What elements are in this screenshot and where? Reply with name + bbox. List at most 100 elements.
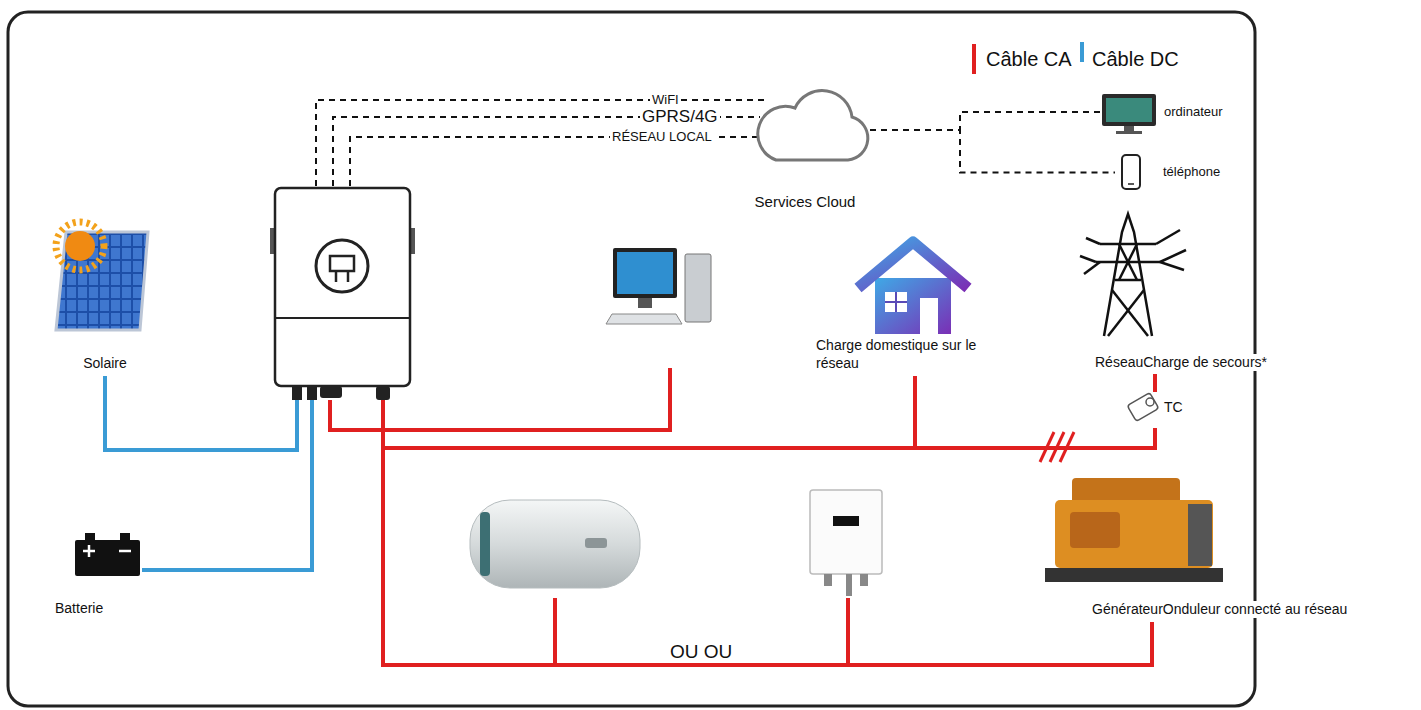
grid-pylon [1084, 262, 1100, 274]
ct-clamp [1127, 393, 1159, 422]
solar-panel [56, 222, 104, 270]
hybrid-inverter [347, 271, 350, 282]
battery-icon [119, 550, 131, 553]
node-label: Solaire [81, 355, 129, 373]
house-icon [858, 242, 968, 288]
comm-link [870, 112, 1100, 130]
or-label: OU OU [668, 642, 734, 662]
phone-icon [1122, 155, 1140, 189]
node-label: GénérateurOnduleur connecté au réseau [1090, 601, 1349, 619]
comm-label: RÉSEAU LOCAL [610, 130, 714, 144]
generator-icon [1055, 500, 1213, 568]
backup-load-pc [606, 248, 711, 324]
node-label: Services Cloud [753, 193, 858, 212]
legend-swatch [1080, 42, 1084, 62]
battery-icon [75, 533, 140, 576]
comm-line [350, 137, 766, 186]
generator-node: GénérateurOnduleur connecté au réseau [1040, 470, 1353, 618]
ac-cable [846, 598, 850, 665]
computer-icon [1102, 94, 1156, 134]
generator-icon [1045, 478, 1223, 582]
ac-cable [913, 376, 917, 448]
house-icon [858, 242, 968, 334]
comm-label: WiFI [650, 93, 681, 107]
battery-icon [85, 533, 95, 541]
node-label: Charge domestique sur le réseau [814, 337, 1023, 372]
battery-icon [120, 533, 130, 541]
solar-panel [56, 222, 148, 330]
hybrid-inverter [335, 271, 338, 282]
computer-icon [1102, 94, 1156, 126]
grid-pylon [1112, 290, 1148, 336]
battery-icon [75, 540, 140, 576]
dc-cable [105, 376, 312, 570]
frame [8, 12, 1255, 706]
ac-cable [383, 448, 1152, 665]
backup-load-pc [613, 248, 677, 298]
generator-icon [1188, 504, 1212, 566]
phase-mark [1060, 432, 1074, 462]
grid-tie-inverter [833, 516, 859, 526]
node-label: ordinateur [1162, 104, 1225, 120]
comm-link [870, 130, 1115, 173]
water-heater [480, 512, 490, 576]
node-label: téléphone [1161, 164, 1222, 180]
backup-load-pc [685, 254, 711, 322]
grid-pylon [1119, 244, 1137, 280]
ac-cable [383, 400, 1155, 448]
grid-tie-inverter [810, 490, 882, 596]
hybrid-inverter [330, 256, 354, 271]
backup-load-pc [617, 252, 673, 294]
computer-icon [1116, 131, 1142, 134]
legend-text: Câble CA [984, 49, 1074, 70]
hybrid-inverter [275, 317, 410, 319]
grid-tie-inverter [824, 574, 832, 586]
ct-clamp [1127, 393, 1159, 422]
computer-node: ordinateur [1100, 92, 1250, 132]
grid-pylon [1160, 262, 1184, 270]
ac-cable [553, 598, 557, 665]
water-heater [470, 500, 640, 588]
grid-pylon [1160, 250, 1186, 262]
grid-pylon [1119, 244, 1137, 280]
grid-pylon [1108, 290, 1144, 336]
grid-tie-inverter [846, 574, 852, 596]
house-icon [920, 298, 938, 334]
water-heater [585, 538, 607, 548]
house-icon [875, 278, 951, 334]
battery-node: Batterie [45, 525, 155, 617]
grid-pylon [1086, 238, 1100, 244]
phase-mark [1040, 432, 1074, 462]
grid-pylon [1080, 214, 1186, 336]
cloud-node: Services Cloud [740, 92, 870, 212]
hybrid-inverter [376, 386, 390, 400]
dc-cable [142, 400, 312, 570]
computer-icon [1106, 98, 1152, 122]
hybrid-inverter [292, 386, 302, 400]
grid-pylon [1100, 243, 1156, 246]
cloud-icon [758, 91, 868, 160]
backup-load-pc [638, 298, 652, 308]
comm-label: GPRS/4G [640, 108, 720, 126]
comm-line [316, 100, 764, 186]
node-label: RéseauCharge de secours* [1093, 354, 1269, 372]
hybrid-inverter [275, 188, 410, 386]
home-load-node: Charge domestique sur le réseau [810, 230, 1027, 372]
ac-cable [330, 368, 1155, 665]
phone-icon [1122, 155, 1140, 189]
water-heater [470, 500, 640, 588]
hybrid-inverter [320, 386, 342, 398]
house-icon [885, 292, 907, 312]
backup-load-pc [606, 314, 682, 324]
phone-node: téléphone [1115, 150, 1245, 195]
dc-cable [105, 376, 297, 450]
hybrid-inverter [270, 188, 415, 400]
legend-text: Câble DC [1090, 49, 1181, 70]
grid-node: RéseauCharge de secours* [1085, 205, 1273, 371]
comm-line [333, 117, 760, 186]
grid-pylon [1080, 256, 1096, 262]
ct-clamp [1146, 398, 1154, 406]
grid-pylon [1104, 214, 1152, 336]
grid-pylon [1156, 230, 1180, 244]
